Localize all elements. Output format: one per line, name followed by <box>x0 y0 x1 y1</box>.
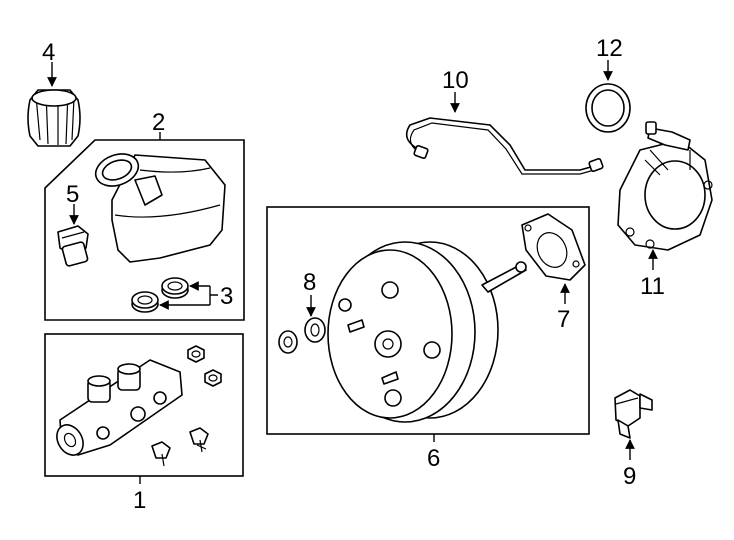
booster-grommets <box>278 317 326 354</box>
booster-gasket <box>521 213 586 281</box>
callout-3: 3 <box>220 283 233 310</box>
callout-12: 12 <box>596 35 623 62</box>
reservoir-box <box>44 139 245 321</box>
callout-11: 11 <box>640 273 665 300</box>
pump-o-ring <box>585 83 631 133</box>
callout-6: 6 <box>427 445 440 472</box>
leader-3-bracket <box>209 286 218 305</box>
callout-8: 8 <box>303 269 316 296</box>
fluid-reservoir <box>94 153 226 263</box>
vacuum-pump <box>617 121 713 251</box>
reservoir-grommets <box>131 277 189 313</box>
callout-7: 7 <box>557 306 570 333</box>
pressure-sensors <box>151 427 209 467</box>
brake-booster <box>327 241 527 423</box>
vacuum-hose <box>405 117 604 175</box>
level-sensor <box>57 225 89 267</box>
reservoir-cap <box>27 89 81 147</box>
callout-10: 10 <box>442 67 469 94</box>
vacuum-sensor <box>614 389 653 439</box>
master-cylinder-box <box>44 333 244 477</box>
booster-box <box>266 206 590 435</box>
callout-4: 4 <box>42 39 55 66</box>
master-cylinder <box>56 359 183 456</box>
callout-1: 1 <box>133 487 146 514</box>
callout-2: 2 <box>152 109 165 136</box>
fitting-nuts <box>187 345 222 387</box>
callout-9: 9 <box>623 463 636 490</box>
callout-5: 5 <box>66 181 79 208</box>
